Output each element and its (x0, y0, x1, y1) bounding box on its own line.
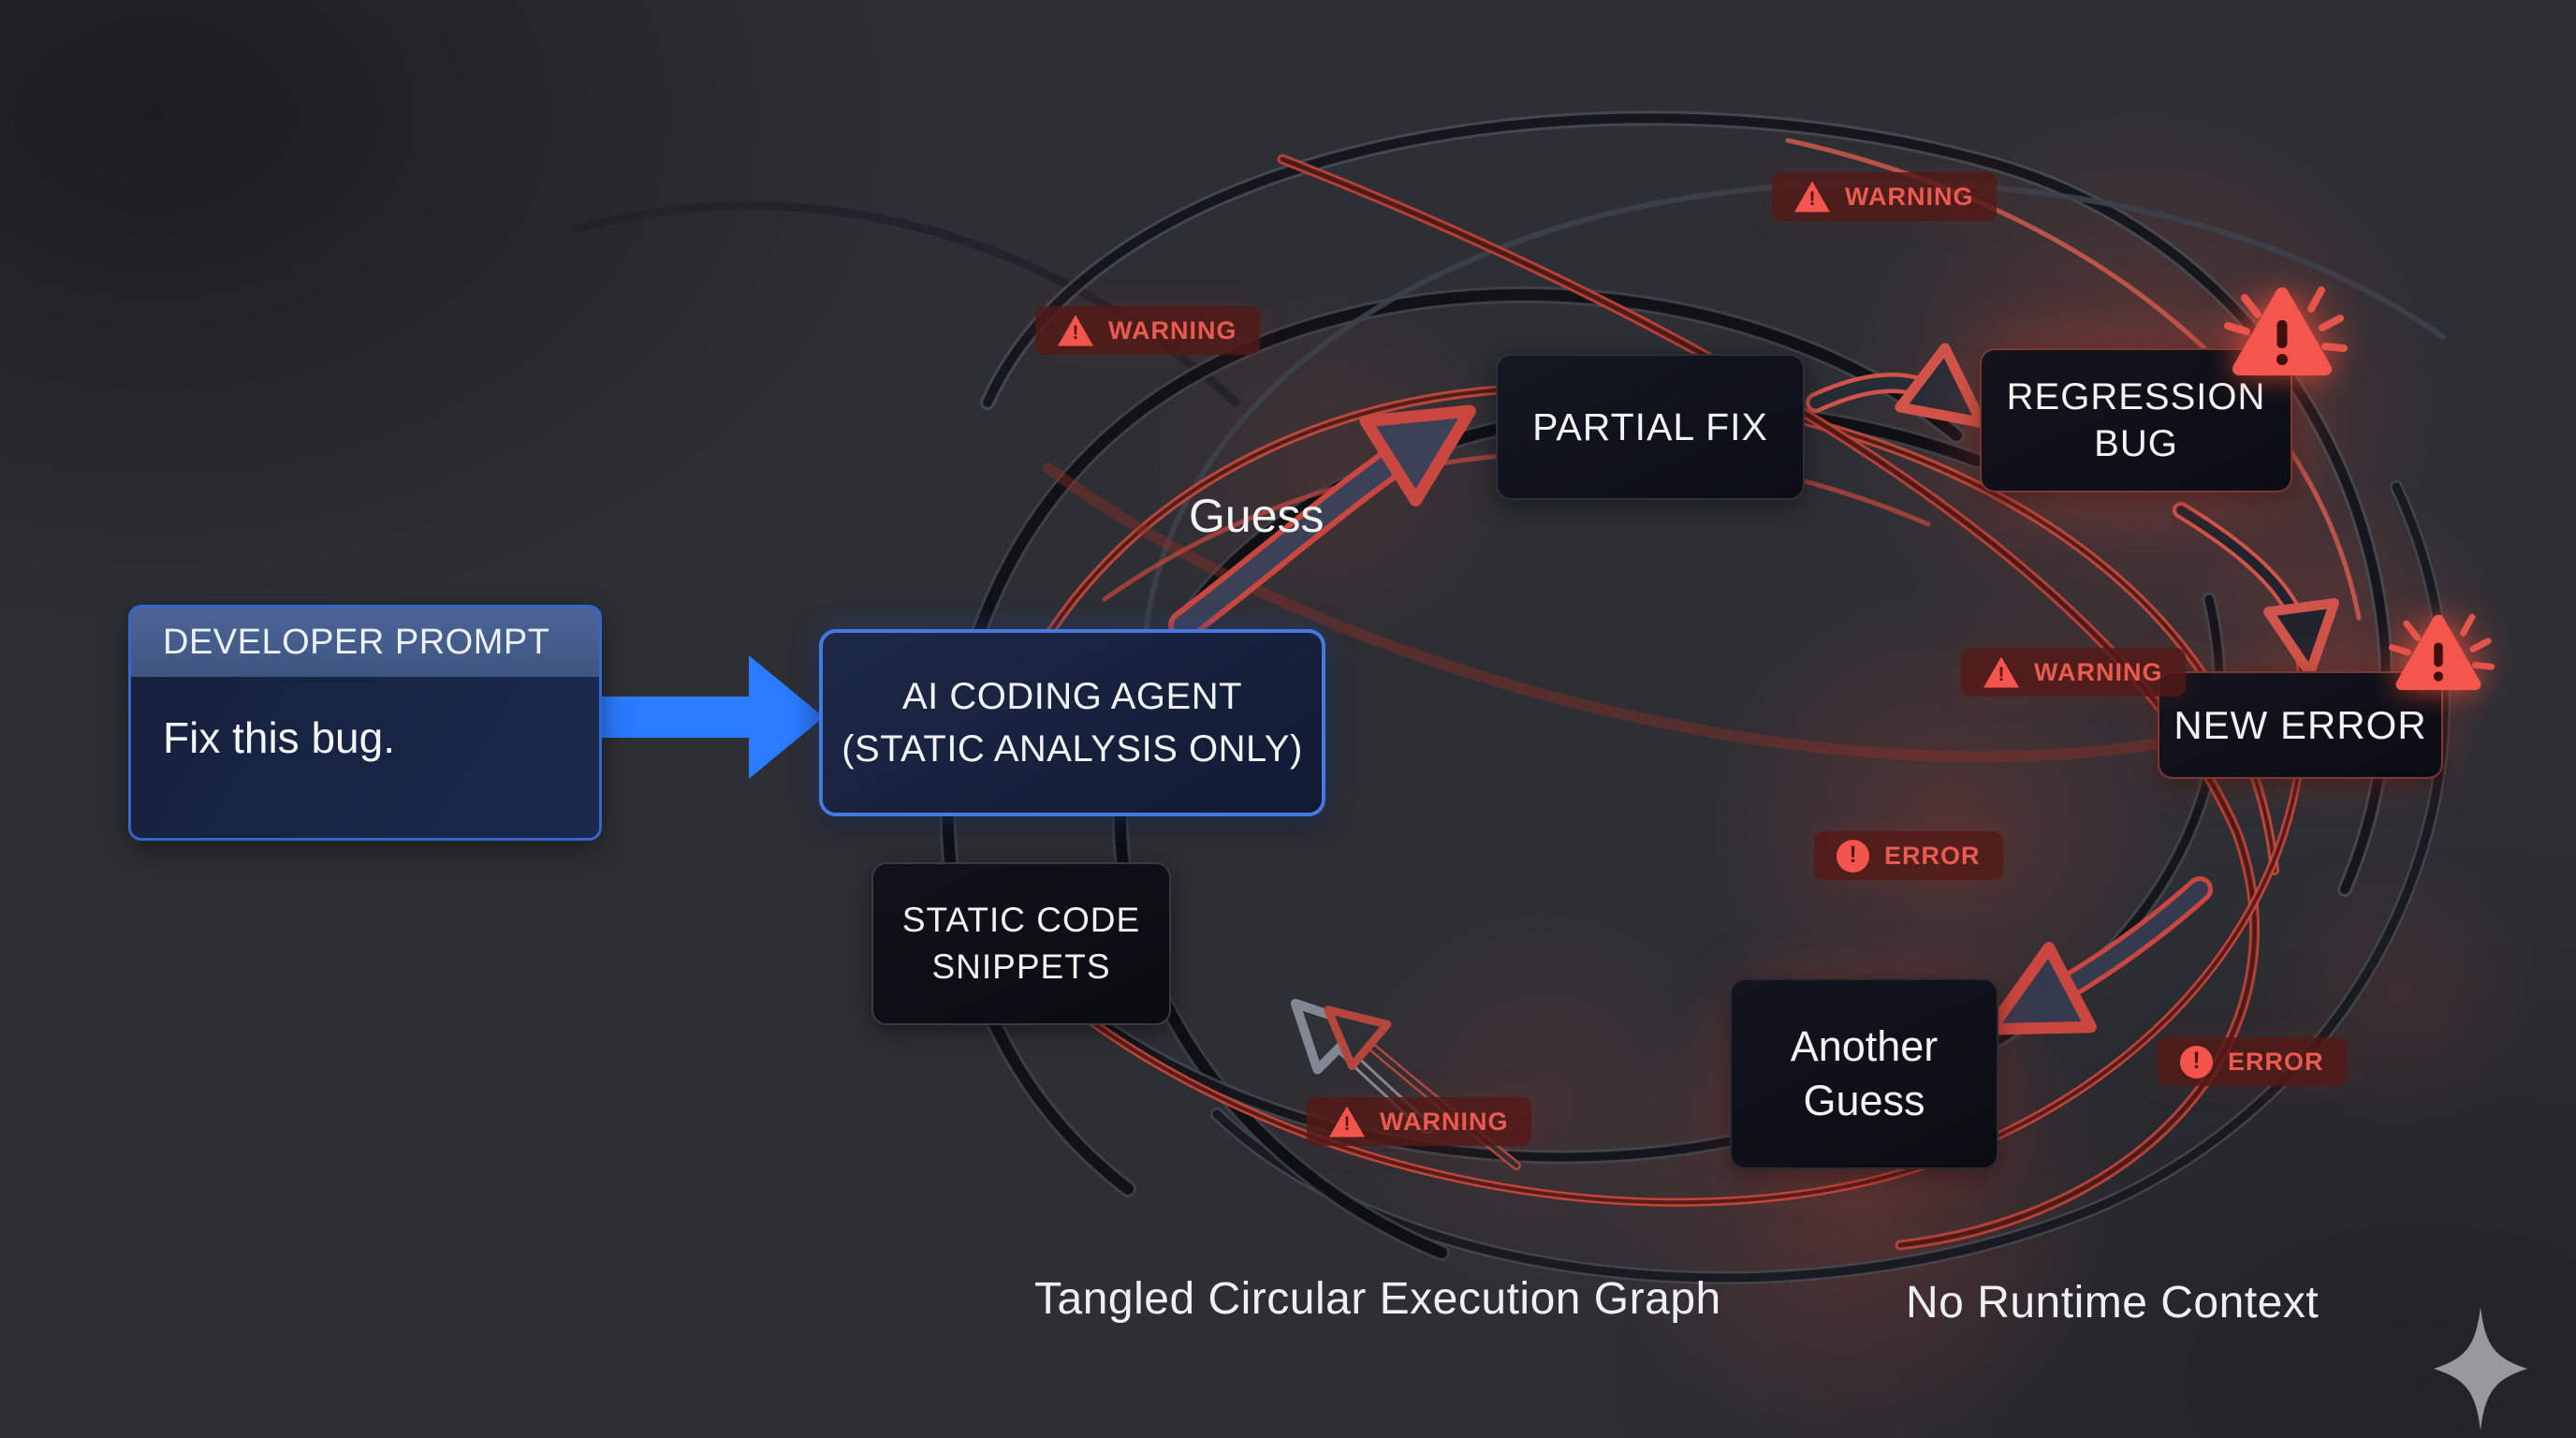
another-guess-node: Another Guess (1730, 978, 1998, 1169)
guess-to-partialfix-arrow (1168, 404, 1476, 641)
partialfix-to-regression-arrow (1806, 343, 1987, 428)
error-badge: ERROR (2158, 1037, 2347, 1086)
warning-badge: WARNING (1961, 648, 2186, 697)
regression-to-newerror-arrow (2173, 502, 2339, 679)
warning-triangle-icon (1983, 656, 2019, 688)
another-guess-label: Another Guess (1790, 1021, 1939, 1125)
ai-coding-agent-label: AI CODING AGENT (STATIC ANALYSIS ONLY) (842, 676, 1303, 770)
guess-annotation: Guess (1189, 490, 1325, 542)
error-badge: ERROR (1814, 831, 2003, 880)
partial-fix-label: PARTIAL FIX (1532, 404, 1768, 448)
developer-prompt-title: DEVELOPER PROMPT (131, 608, 599, 677)
warning-triangle-icon (1329, 1106, 1365, 1137)
developer-prompt-card: DEVELOPER PROMPT Fix this bug. (128, 605, 602, 841)
static-code-snippets-label: STATIC CODE SNIPPETS (901, 901, 1141, 986)
warning-badge: WARNING (1035, 306, 1260, 355)
to-anotherguess-arrow (1984, 876, 2213, 1035)
static-code-snippets-node: STATIC CODE SNIPPETS (871, 862, 1171, 1025)
regression-bug-label: REGRESSION BUG (2006, 376, 2266, 464)
prompt-to-agent-arrow (596, 655, 824, 779)
new-error-node: NEW ERROR (2158, 671, 2443, 779)
warning-triangle-icon (1058, 315, 1093, 346)
developer-prompt-body: Fix this bug. (131, 677, 599, 838)
warning-badge: WARNING (1772, 172, 1997, 221)
warning-badge: WARNING (1307, 1097, 1531, 1146)
alert-triangle-icon (2388, 613, 2495, 691)
new-error-label: NEW ERROR (2174, 702, 2427, 747)
caption-tangled-graph: Tangled Circular Execution Graph (1034, 1274, 1721, 1324)
warning-triangle-icon (1794, 181, 1830, 213)
sparkle-icon (2434, 1307, 2527, 1431)
ai-coding-agent-node: AI CODING AGENT (STATIC ANALYSIS ONLY) (819, 629, 1325, 816)
error-circle-icon (1837, 839, 1869, 873)
error-circle-icon (2180, 1045, 2213, 1078)
partial-fix-node: PARTIAL FIX (1496, 354, 1805, 500)
alert-triangle-icon (2224, 286, 2348, 375)
caption-no-runtime-context: No Runtime Context (1906, 1278, 2320, 1328)
